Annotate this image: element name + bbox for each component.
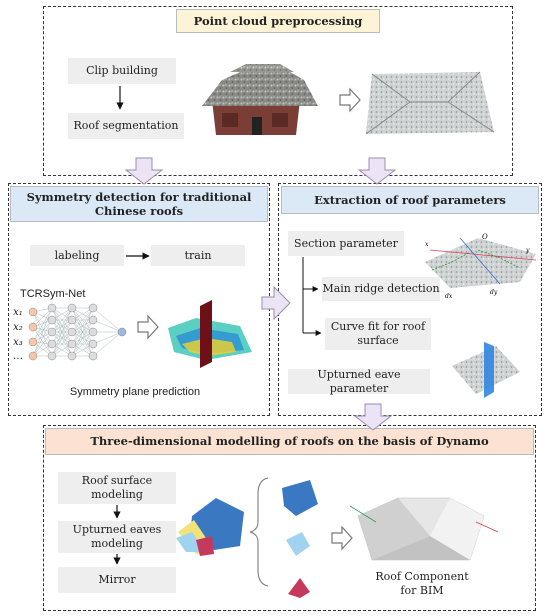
nn-node bbox=[88, 327, 98, 337]
nn-node bbox=[28, 322, 38, 332]
parts-brace bbox=[249, 477, 269, 587]
nn-node bbox=[88, 339, 98, 349]
down-arrow-to-extraction bbox=[357, 157, 397, 185]
nn-edge bbox=[32, 307, 53, 328]
roof-surface-part bbox=[282, 480, 318, 516]
x-axis-label: x bbox=[425, 241, 429, 248]
modelling-hollow-arrow bbox=[331, 525, 353, 551]
neural-network-graphic bbox=[28, 303, 127, 361]
segmented-roof-image bbox=[365, 71, 495, 135]
nn-edge bbox=[71, 307, 94, 357]
x3-label: x₃ bbox=[13, 337, 23, 348]
train-box: train bbox=[151, 245, 245, 266]
nn-node bbox=[47, 303, 57, 313]
clip-building-box: Clip building bbox=[68, 58, 176, 84]
modelling-title: Three-dimensional modelling of roofs on … bbox=[45, 428, 534, 455]
nn-edge bbox=[92, 331, 123, 357]
symmetry-prediction-label: Symmetry plane prediction bbox=[69, 386, 201, 398]
nn-edge bbox=[51, 307, 73, 333]
roof-component-label: Roof Component for BIM bbox=[375, 570, 469, 597]
nn-node bbox=[67, 327, 77, 337]
nn-node bbox=[47, 339, 57, 349]
upturned-eave-box: Upturned eave parameter bbox=[288, 368, 430, 395]
extraction-tree-lines bbox=[302, 257, 322, 336]
nn-edge bbox=[71, 307, 94, 345]
y-axis-label: y bbox=[525, 247, 530, 254]
x2-label: x₂ bbox=[13, 322, 23, 333]
nn-node bbox=[47, 351, 57, 361]
nn-node bbox=[67, 351, 77, 361]
dy-label: dy bbox=[490, 289, 498, 296]
nn-edge bbox=[71, 331, 94, 357]
dx-label: dx bbox=[445, 293, 453, 300]
down-arrow-to-modelling bbox=[353, 403, 393, 431]
nn-edge bbox=[32, 307, 53, 357]
upturned-eave-figure bbox=[452, 342, 520, 398]
nn-node bbox=[88, 351, 98, 361]
modelling-panel bbox=[43, 425, 536, 611]
surface-modeling-box: Roof surface modeling bbox=[58, 472, 176, 504]
nn-edge bbox=[32, 326, 53, 357]
roof-segmentation-box: Roof segmentation bbox=[68, 113, 184, 139]
preprocessing-title: Point cloud preprocessing bbox=[176, 9, 380, 33]
extraction-title: Extraction of roof parameters bbox=[281, 186, 539, 214]
nn-node bbox=[67, 303, 77, 313]
nn-edge bbox=[32, 311, 53, 345]
net-name: TCRSym-Net bbox=[20, 288, 86, 300]
nn-edge bbox=[32, 331, 53, 357]
final-roof-model bbox=[349, 497, 499, 561]
nn-node bbox=[47, 315, 57, 325]
nn-edge bbox=[51, 331, 73, 357]
symmetry-title: Symmetry detection for traditional Chine… bbox=[10, 186, 268, 222]
eaves-modeling-box: Upturned eaves modeling bbox=[58, 521, 176, 553]
right-arrow-to-extraction bbox=[261, 285, 291, 321]
nn-node bbox=[67, 315, 77, 325]
mirror-box: Mirror bbox=[58, 567, 176, 593]
nn-node bbox=[28, 307, 38, 317]
nn-edge bbox=[92, 319, 123, 333]
section-parameter-box: Section parameter bbox=[288, 231, 404, 256]
nn-node bbox=[88, 315, 98, 325]
curve-fit-box: Curve fit for roof surface bbox=[325, 318, 431, 350]
preprocess-hollow-arrow bbox=[339, 87, 361, 113]
eave-part bbox=[286, 532, 310, 556]
down-arrow-to-symmetry bbox=[124, 157, 164, 185]
x1-label: x₁ bbox=[13, 307, 23, 318]
nn-edge bbox=[71, 307, 94, 333]
nn-edge bbox=[32, 311, 53, 357]
nn-node bbox=[28, 351, 38, 361]
x-more-label: … bbox=[13, 351, 23, 362]
nn-edge bbox=[32, 319, 53, 357]
main-ridge-box: Main ridge detection bbox=[322, 277, 440, 301]
nn-node bbox=[117, 327, 127, 337]
nn-edge bbox=[71, 319, 94, 357]
nn-edge bbox=[32, 319, 53, 343]
preprocessing-panel bbox=[43, 6, 513, 176]
symmetry-hollow-arrow bbox=[137, 314, 159, 340]
nn-edge bbox=[51, 307, 73, 345]
roof-parts-assembly bbox=[176, 498, 244, 556]
nn-edge bbox=[32, 307, 53, 343]
ridge-corner-part bbox=[288, 578, 310, 598]
origin-label: O bbox=[482, 233, 488, 241]
nn-edge bbox=[51, 319, 73, 357]
nn-edge bbox=[92, 307, 123, 333]
nn-edge bbox=[32, 311, 53, 333]
section-parameter-figure: O x y dx dy bbox=[425, 233, 537, 300]
building-pointcloud-image bbox=[202, 64, 318, 135]
symmetry-plane-image bbox=[168, 300, 252, 368]
nn-node bbox=[28, 337, 38, 347]
nn-edge bbox=[51, 307, 73, 357]
labeling-box: labeling bbox=[30, 245, 124, 266]
nn-node bbox=[47, 327, 57, 337]
nn-edge bbox=[92, 331, 123, 345]
nn-node bbox=[88, 303, 98, 313]
nn-node bbox=[67, 339, 77, 349]
